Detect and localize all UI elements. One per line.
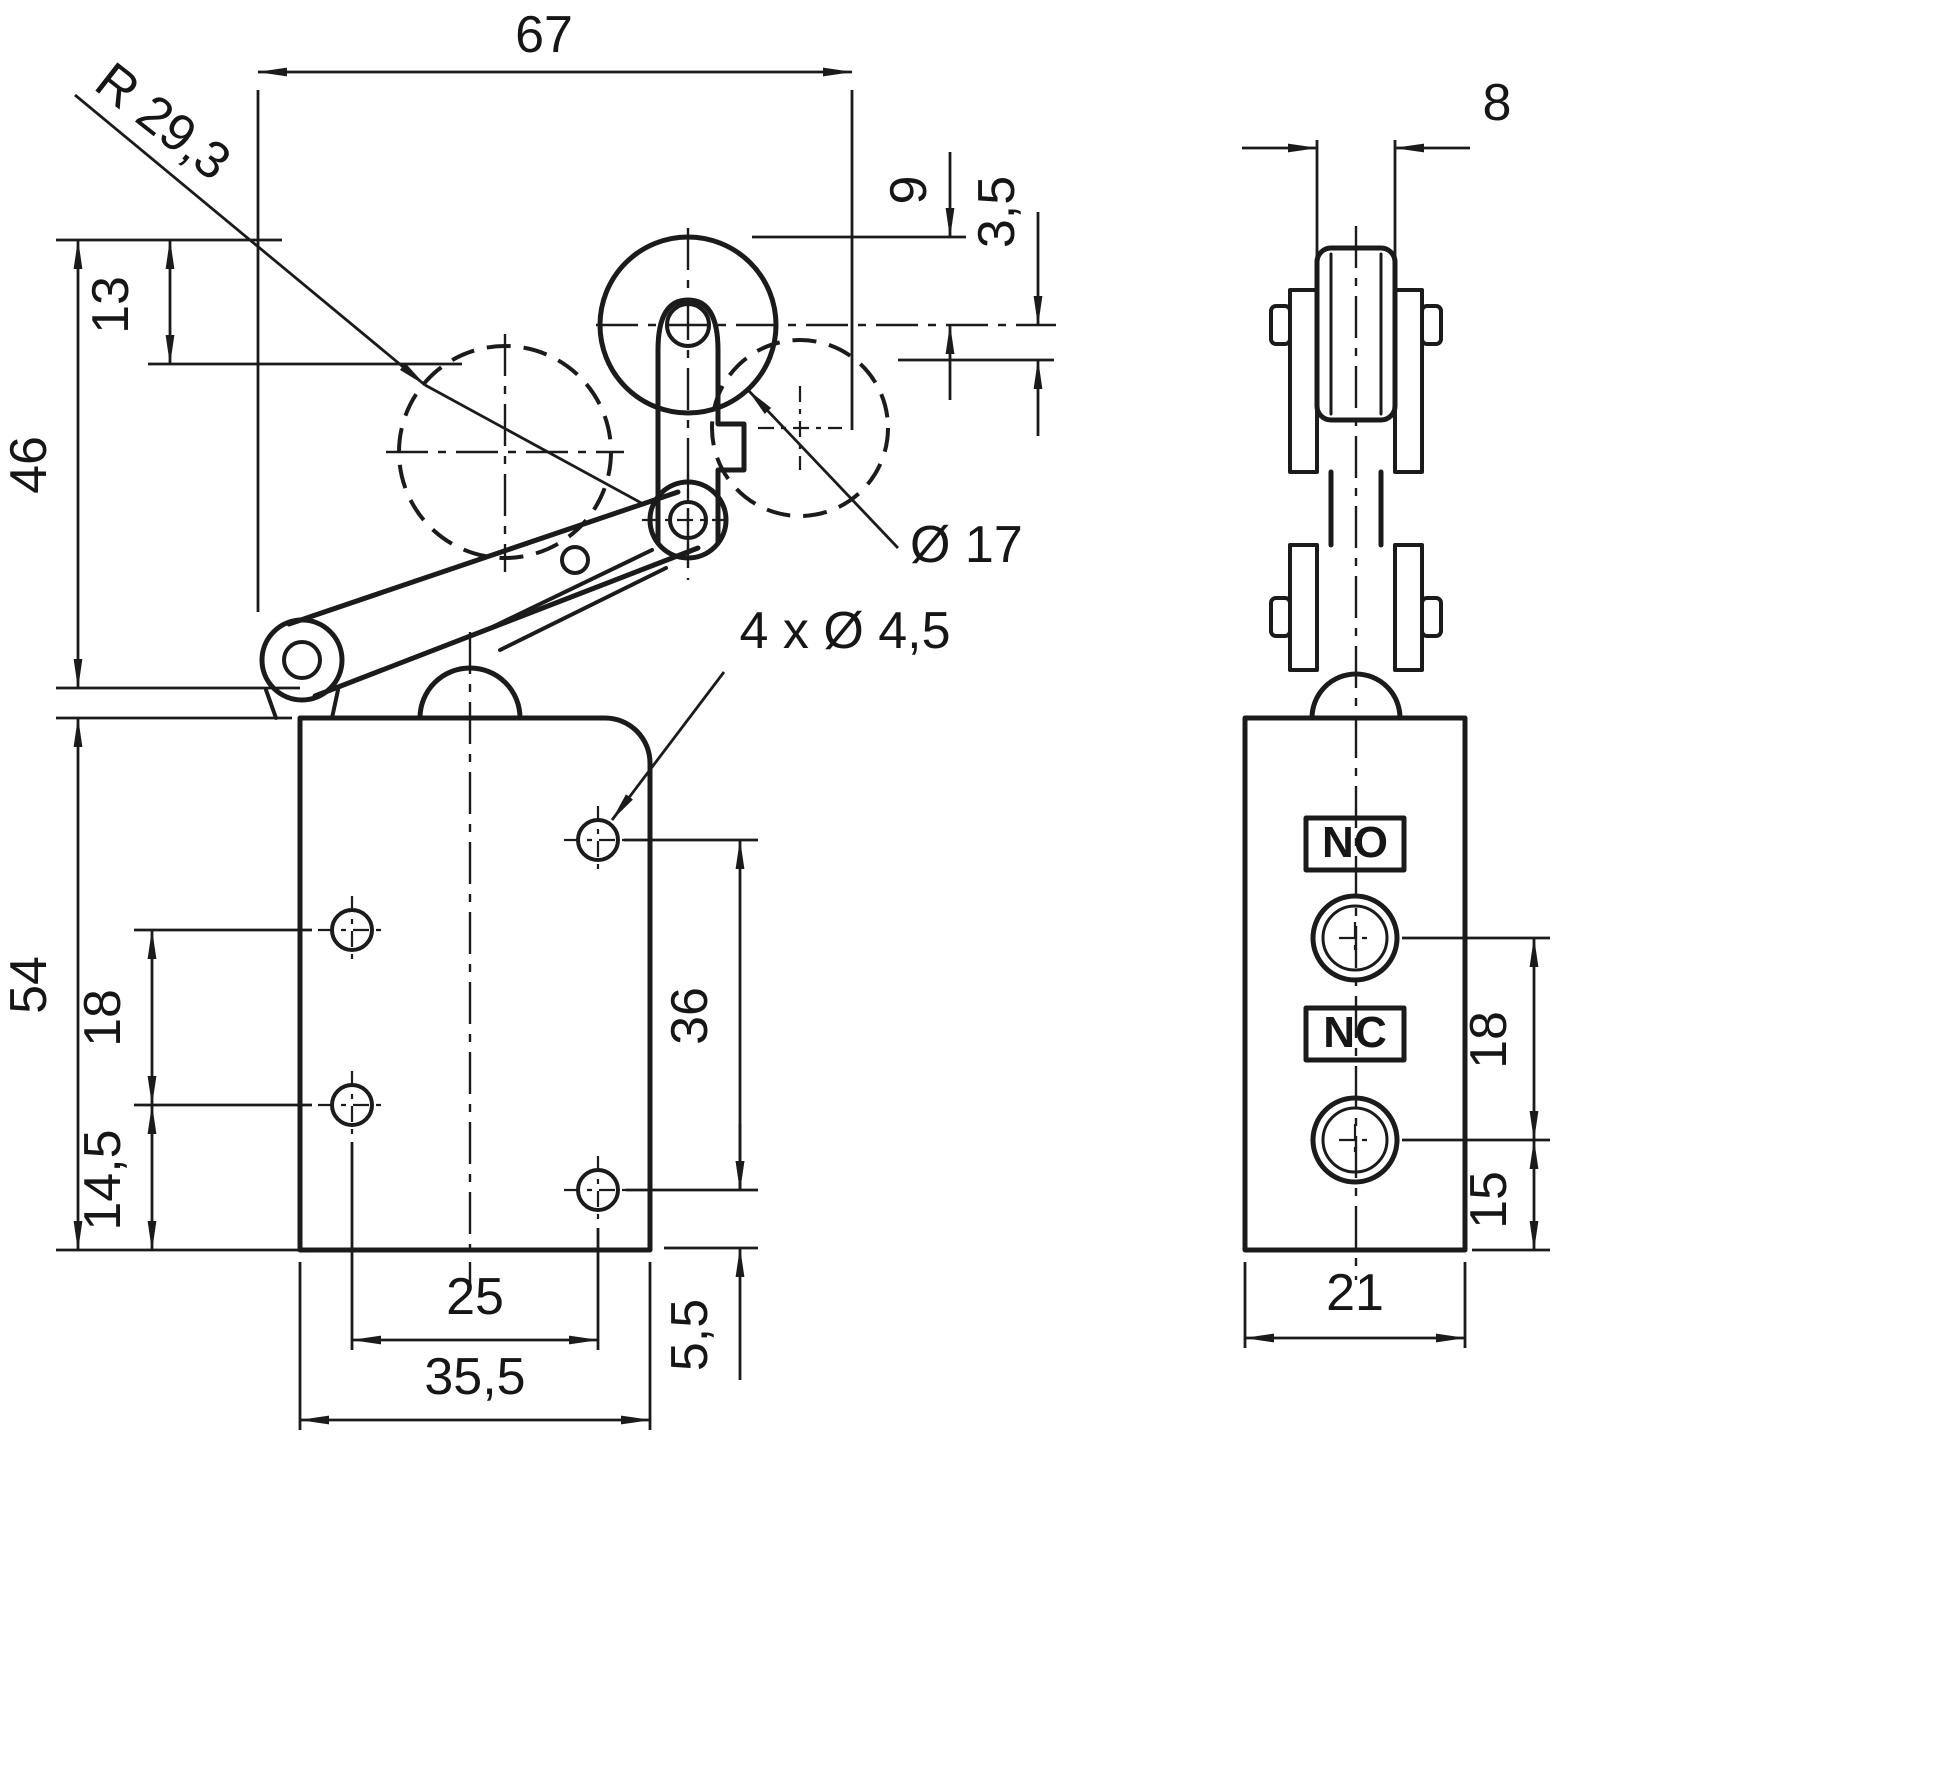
roller-wheel: [597, 234, 779, 416]
dim-54: 54: [0, 956, 58, 1014]
dim-18-right: 18: [1460, 1011, 1518, 1069]
mounting-hole: [318, 896, 386, 964]
left-view: 67 R 29,3 9 3,5 13 46: [0, 6, 1056, 1430]
dim-9: 9: [880, 176, 938, 205]
roller-alternate-position-dashed-circle: [710, 338, 890, 518]
lever-pivot: [259, 617, 345, 703]
lever-arm-left: [1288, 543, 1319, 672]
dim-25: 25: [446, 1268, 504, 1326]
label-no: NO: [1322, 818, 1388, 867]
mounting-hole: [564, 806, 632, 874]
switch-body-front: [1242, 715, 1468, 1253]
cam-link-upper: [480, 548, 654, 634]
dim-15: 15: [1460, 1171, 1518, 1229]
lever-arm-right: [1393, 543, 1424, 672]
cam-link-lower: [498, 566, 668, 652]
roller-link-plate: [655, 297, 747, 545]
label-hole-count: 4 x Ø 4,5: [740, 602, 951, 660]
mounting-hole: [318, 1071, 386, 1139]
left-lever-assembly: [259, 234, 779, 721]
left-dashed-positions: [397, 338, 890, 560]
dim-5-5: 5,5: [661, 1299, 719, 1371]
label-dia-17: Ø 17: [910, 516, 1023, 574]
roller-pin: [665, 302, 711, 348]
nc-port-frame: [1303, 1005, 1407, 1063]
dim-35-5: 35,5: [424, 1348, 525, 1406]
no-port-frame: [1303, 815, 1407, 873]
mounting-hole: [564, 1156, 632, 1224]
roller-path-dashed-circle: [397, 344, 613, 560]
right-lever-assembly: [1269, 245, 1443, 721]
nc-port: [1310, 1095, 1400, 1185]
clevis-arm-left: [1288, 288, 1319, 474]
no-port: [1310, 893, 1400, 983]
dim-46: 46: [0, 436, 58, 494]
dim-14-5: 14,5: [74, 1129, 132, 1230]
left-body: [297, 715, 653, 1253]
lever-arm-upper-edge: [286, 489, 681, 627]
dim-21: 21: [1326, 1264, 1384, 1322]
lever-pivot-hole: [282, 640, 322, 680]
dim-8: 8: [1483, 74, 1512, 132]
right-dimensions: 8 18 15 21: [1242, 74, 1550, 1348]
pivot-nut-left: [1269, 596, 1292, 638]
dim-width-67: 67: [515, 6, 573, 64]
clevis-arm-right: [1393, 288, 1424, 474]
plunger-dome-front: [1309, 671, 1403, 721]
label-nc: NC: [1323, 1008, 1387, 1057]
right-body: NO NC: [1242, 715, 1468, 1253]
axle-nut-right: [1420, 304, 1443, 346]
dim-36: 36: [661, 987, 719, 1045]
dim-18-left: 18: [74, 989, 132, 1047]
dim-13: 13: [82, 276, 140, 334]
right-view: NO NC 8 18: [1242, 74, 1550, 1348]
axle-nut-left: [1269, 304, 1292, 346]
pivot-nut-right: [1420, 596, 1443, 638]
plunger-dome: [417, 665, 523, 721]
lever-arm-rivet: [560, 545, 590, 575]
switch-body-outline: [297, 715, 653, 1253]
dim-3-5: 3,5: [968, 176, 1026, 248]
